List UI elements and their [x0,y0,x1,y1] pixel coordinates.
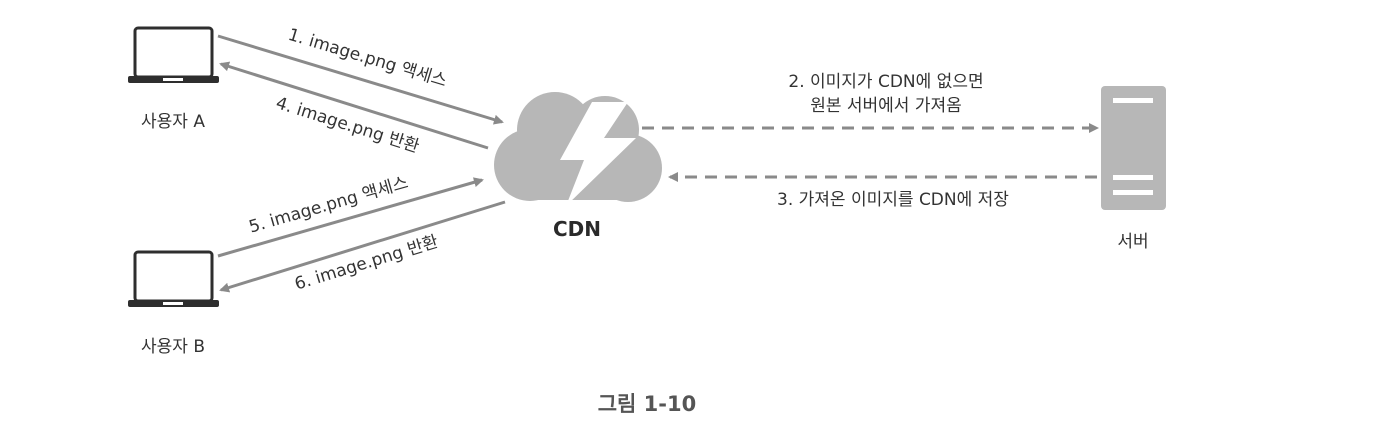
figure-caption: 그림 1-10 [598,392,697,416]
server-label: 서버 [1117,232,1148,252]
user-b-label: 사용자 B [141,337,205,357]
user-a-label: 사용자 A [141,112,205,132]
cdn-label: CDN [553,217,601,241]
arrow-label-2-line1: 2. 이미지가 CDN에 없으면 [788,72,983,92]
arrow-label-5: 5. image.png 액세스 [247,173,411,238]
arrow-cdn-to-user-b [219,200,506,293]
laptop-icon [128,26,219,83]
arrow-label-6: 6. image.png 반환 [292,232,440,295]
arrow-user-a-to-cdn [217,34,504,125]
server-icon [1101,86,1166,210]
arrow-cdn-to-user-a [219,61,489,150]
arrow-label-2-line2: 원본 서버에서 가져옴 [810,96,962,116]
arrow-label-3: 3. 가져온 이미지를 CDN에 저장 [777,190,1009,210]
arrow-user-b-to-cdn [217,177,484,258]
lightning-bolt-icon [560,102,636,206]
laptop-icon [128,250,219,307]
